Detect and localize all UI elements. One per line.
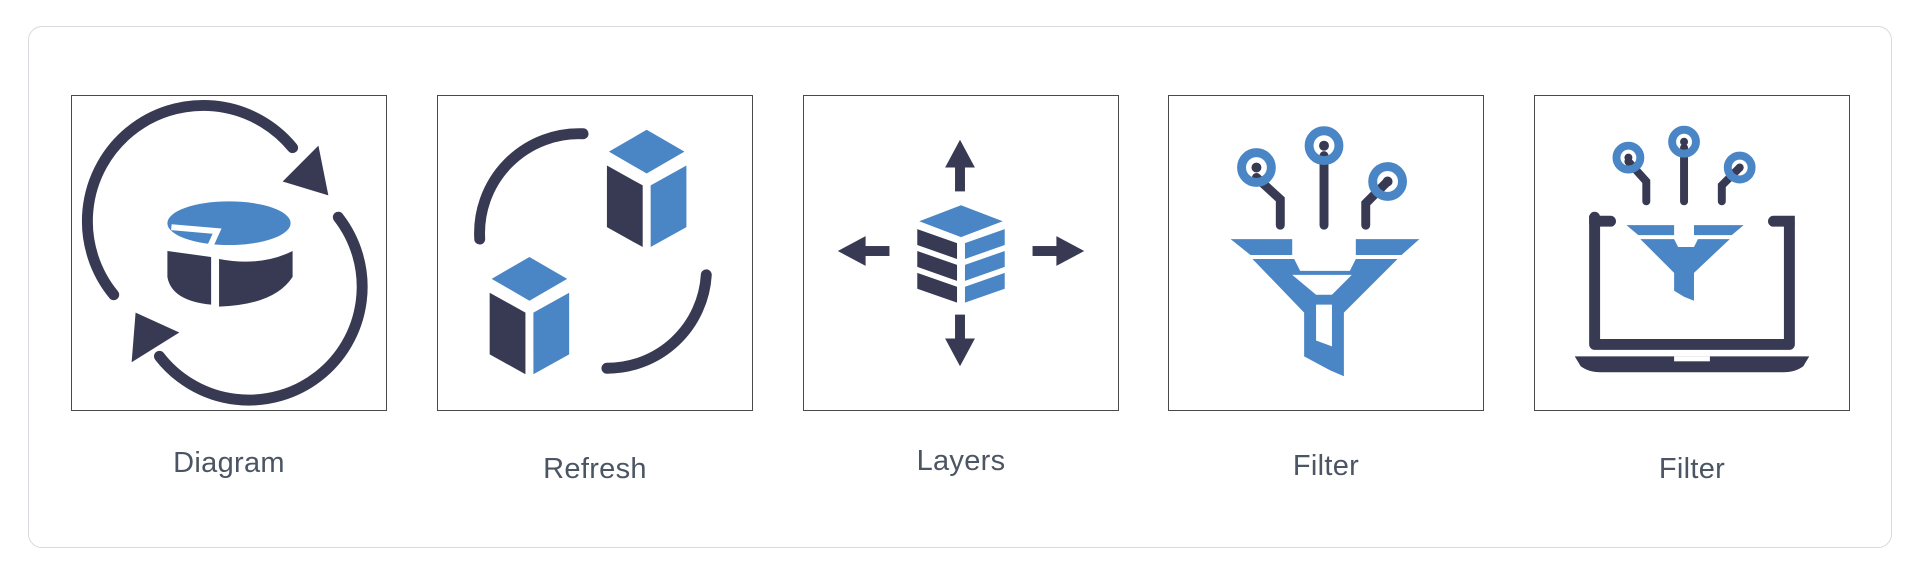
label-layers: Layers xyxy=(916,445,1006,477)
diagram-icon xyxy=(81,100,368,406)
layers-icon xyxy=(837,139,1085,367)
icon-tile-filter-funnel xyxy=(1168,95,1484,411)
filter-funnel-icon xyxy=(1230,126,1420,377)
filter-laptop-icon xyxy=(1574,125,1810,373)
label-diagram: Diagram xyxy=(173,447,285,479)
icon-tile-filter-laptop xyxy=(1534,95,1850,411)
label-filter-2: Filter xyxy=(1658,453,1726,485)
label-filter-1: Filter xyxy=(1292,450,1360,482)
refresh-icon xyxy=(474,128,712,375)
icon-tile-layers xyxy=(803,95,1119,411)
icon-tile-diagram xyxy=(71,95,387,411)
icon-tile-refresh xyxy=(437,95,753,411)
label-refresh: Refresh xyxy=(543,453,647,485)
